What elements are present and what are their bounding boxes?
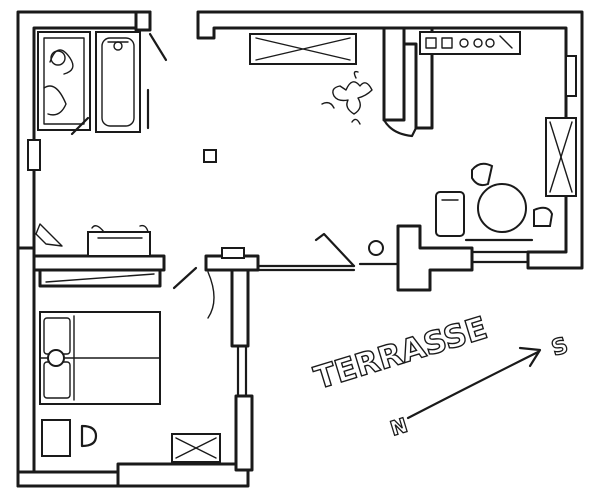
door-swing-icon <box>314 232 356 268</box>
kitchen <box>382 31 577 242</box>
dining-table-icon <box>477 183 527 233</box>
bathroom <box>27 31 168 247</box>
pillar-icon <box>203 149 217 163</box>
bedside-table-icon <box>47 349 65 367</box>
door-swing-icon <box>172 266 198 290</box>
bathtub-icon <box>95 31 141 133</box>
armchair-icon <box>87 224 151 257</box>
bedroom <box>39 247 248 463</box>
sink-icon <box>80 424 98 448</box>
chair-icon <box>471 162 494 187</box>
toilet-icon <box>35 223 63 247</box>
exterior-walls <box>16 10 584 488</box>
desk-icon <box>41 419 71 457</box>
plant-icon <box>321 70 373 125</box>
interior-walls <box>32 26 530 472</box>
stool-icon <box>368 240 384 256</box>
shower-icon <box>37 31 91 131</box>
chair-icon <box>533 206 554 227</box>
compass-arrow-icon <box>406 346 542 420</box>
door-swing-icon <box>70 116 90 136</box>
kitchen-counter-icon <box>419 31 521 55</box>
armchair-icon <box>435 191 465 237</box>
living-area <box>87 33 384 268</box>
stove-icon <box>459 38 469 48</box>
